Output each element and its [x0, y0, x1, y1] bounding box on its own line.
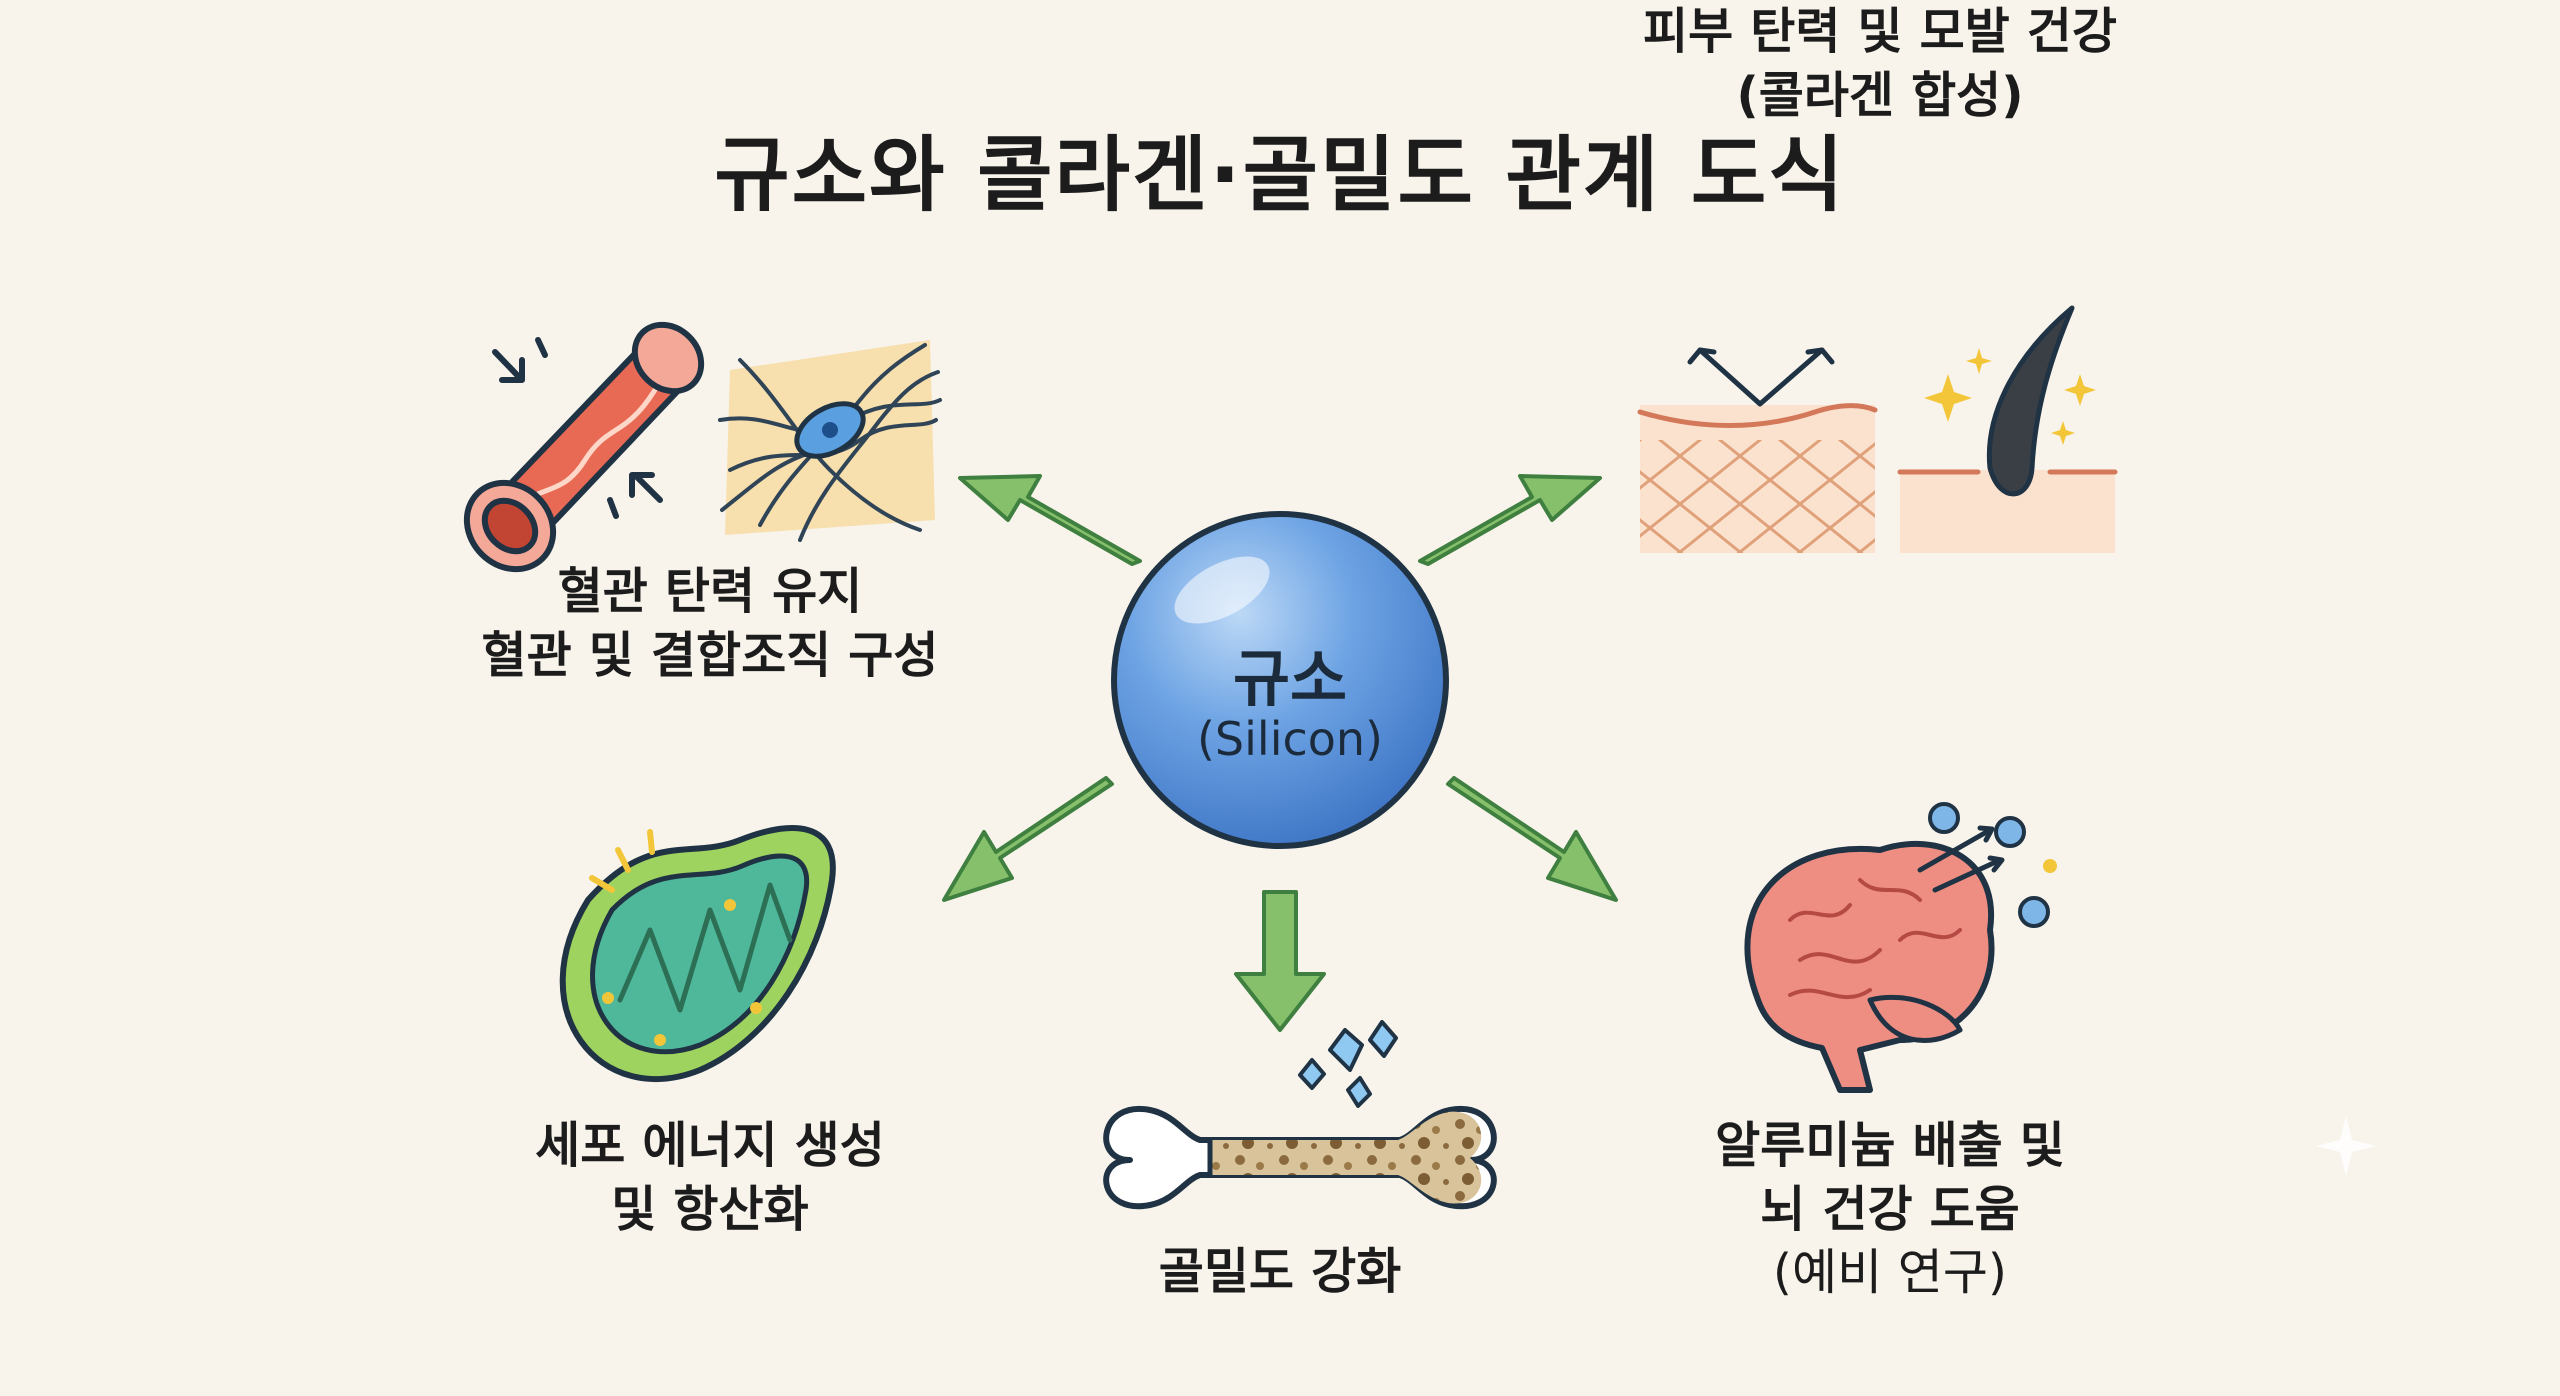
bone-line1: 골밀도 강화: [1158, 1243, 1402, 1300]
blood-vessel-icon: [463, 321, 705, 573]
vascular-label: 혈관 탄력 유지 혈관 및 결합조직 구성: [420, 560, 1000, 687]
arrow-to-bone: [1234, 890, 1326, 1032]
arrow-to-brain: [1446, 776, 1618, 902]
hair-follicle-icon: [1897, 305, 2118, 553]
brain-line1: 알루미늄 배출 및: [1715, 1117, 2065, 1174]
arrow-to-vascular: [958, 474, 1142, 566]
center-name: 규소: [1232, 642, 1348, 715]
diagram-title: 규소와 콜라겐·골밀도 관계 도식: [714, 128, 1846, 223]
connective-tissue-icon: [718, 340, 942, 542]
cell-label: 세포 에너지 생성 및 항산화: [420, 1114, 1000, 1241]
arrow-to-cell: [942, 776, 1114, 902]
skin-label: 피부 탄력 및 모발 건강 (콜라겐 합성): [1590, 0, 2170, 127]
brain-icon: [1744, 802, 2057, 1093]
skin-elasticity-icon: [1637, 347, 1878, 553]
cell-line1: 세포 에너지 생성: [535, 1117, 885, 1174]
skin-line1: 피부 탄력 및 모발 건강: [1643, 3, 2117, 60]
cell-line2: 및 항산화: [611, 1180, 809, 1238]
mitochondria-icon: [559, 825, 836, 1082]
sparkle-icon: [2316, 1116, 2376, 1176]
center-latin: (Silicon): [1196, 712, 1384, 766]
vascular-line1: 혈관 탄력 유지: [557, 563, 863, 620]
bone-label: 골밀도 강화: [1000, 1240, 1560, 1304]
brain-line2: 뇌 건강 도움: [1760, 1180, 2020, 1238]
brain-line3: (예비 연구): [1772, 1244, 2008, 1302]
vascular-line2: 혈관 및 결합조직 구성: [481, 626, 939, 684]
silicon-sphere: [1111, 511, 1449, 849]
bone-icon: [1103, 1020, 1497, 1210]
brain-label: 알루미늄 배출 및 뇌 건강 도움 (예비 연구): [1600, 1114, 2180, 1305]
arrow-to-skin: [1418, 474, 1602, 566]
skin-line2: (콜라겐 합성): [1736, 66, 2024, 124]
